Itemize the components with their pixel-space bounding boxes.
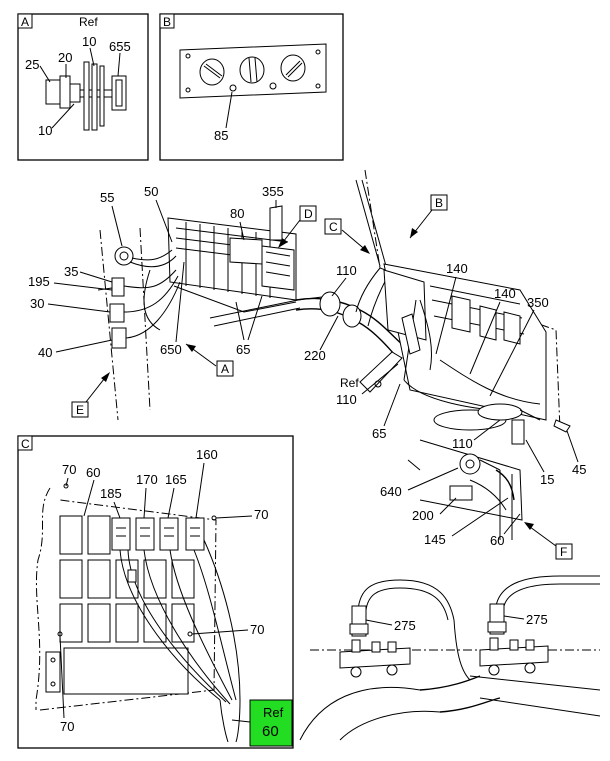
svg-text:A: A [221, 362, 229, 376]
right-module-drawing [359, 263, 547, 445]
callout-350: 350 [527, 295, 549, 310]
left-connectors-drawing [97, 246, 181, 349]
callout-15: 15 [540, 472, 554, 487]
callout-10: 10 [38, 123, 52, 138]
switch-plate-drawing [179, 43, 327, 99]
view-flag-a: A [185, 343, 234, 377]
detail-a-letter: A [21, 15, 29, 29]
callout-165: 165 [165, 472, 187, 487]
callout-40: 40 [38, 345, 52, 360]
callout-145: 145 [424, 532, 446, 547]
callout-185: 185 [100, 486, 122, 501]
callout-65-top: 65 [236, 342, 250, 357]
svg-text:F: F [560, 545, 567, 559]
detail-c-tag [17, 435, 33, 451]
detail-c-frame [17, 435, 294, 749]
callout-140-upper: 140 [446, 261, 468, 276]
callout-140-lower: 140 [494, 286, 516, 301]
view-flag-d: D [278, 205, 317, 248]
view-flag-b: B [409, 194, 448, 239]
bottom-right-view: 275 275 [299, 575, 601, 741]
callout-35: 35 [64, 264, 78, 279]
callout-655: 655 [109, 39, 131, 54]
callout-ref-10: 10 [82, 34, 96, 49]
bolt-assembly-drawing [45, 61, 127, 131]
callout-c-70-right: 70 [254, 507, 268, 522]
detail-c-letter: C [21, 437, 30, 451]
detail-b-frame [159, 13, 344, 161]
callout-ref-110: 110 [336, 392, 357, 407]
callout-200: 200 [412, 508, 434, 523]
callout-ref-label: Ref [79, 15, 98, 29]
callout-110-top: 110 [336, 263, 357, 278]
detail-c-panel-drawing [35, 483, 241, 743]
view-flag-e: E [71, 372, 110, 418]
callout-25: 25 [25, 57, 39, 72]
view-flag-c: C [324, 218, 370, 254]
callout-80: 80 [230, 206, 244, 221]
ref-60-number: 60 [262, 723, 279, 740]
callout-ref-word: Ref [340, 376, 359, 390]
main-harness-view: A B C D E F [28, 169, 586, 560]
detail-view-c: C [17, 435, 294, 749]
callout-195: 195 [28, 274, 50, 289]
detail-b-tag [159, 13, 175, 29]
detail-view-b: B 85 [159, 13, 344, 161]
svg-text:D: D [304, 207, 313, 221]
callout-c-70-mid: 70 [250, 622, 264, 637]
callout-640: 640 [380, 484, 402, 499]
ref-60-word: Ref [263, 705, 284, 720]
callout-65-bottom: 65 [372, 426, 386, 441]
callout-50: 50 [144, 184, 158, 199]
detail-a-tag [17, 13, 33, 29]
callout-650: 650 [160, 342, 182, 357]
detail-a-frame [17, 13, 149, 161]
callout-c-60: 60 [86, 465, 100, 480]
callout-55: 55 [100, 190, 114, 205]
callout-c-70-bottom: 70 [60, 719, 74, 734]
callout-c-70-top: 70 [62, 462, 76, 477]
svg-text:C: C [329, 220, 338, 234]
detail-b-letter: B [163, 15, 171, 29]
lower-bracket-drawing [407, 439, 523, 540]
callout-275-right: 275 [526, 612, 548, 627]
callout-85: 85 [214, 128, 228, 143]
svg-text:B: B [435, 196, 443, 210]
callout-45: 45 [572, 462, 586, 477]
main-trunk-harness-drawing [295, 179, 405, 359]
callout-30: 30 [30, 296, 44, 311]
detail-view-a: A 25 20 Ref 10 655 10 [17, 13, 149, 161]
callout-160: 160 [196, 447, 218, 462]
svg-text:E: E [76, 403, 84, 417]
callout-170: 170 [136, 472, 158, 487]
ref-60-badge: Ref 60 [231, 699, 293, 747]
callout-110-bottom: 110 [452, 436, 473, 451]
view-flag-f: F [524, 522, 573, 560]
callout-275-left: 275 [394, 618, 416, 633]
callout-20: 20 [58, 50, 72, 65]
fuse-relay-panel-drawing [167, 205, 331, 327]
callout-355: 355 [262, 184, 284, 199]
callout-60-main: 60 [490, 533, 504, 548]
callout-220: 220 [304, 348, 326, 363]
